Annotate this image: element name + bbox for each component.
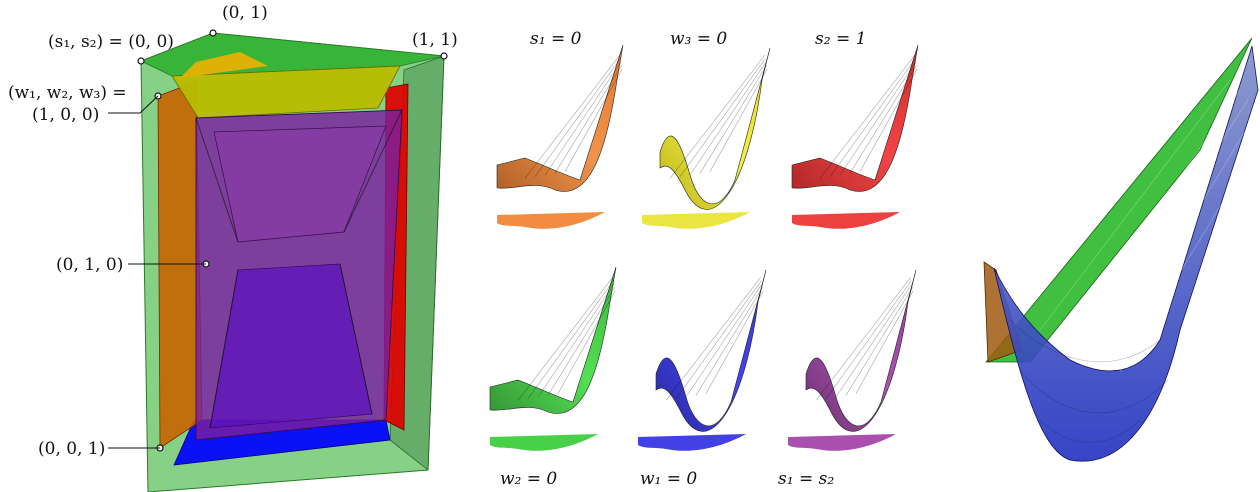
surface-panel-5: w₁ = 0 xyxy=(638,269,767,489)
surface-sheet xyxy=(805,269,917,432)
vertex-dot-00 xyxy=(137,57,145,65)
mesh-line xyxy=(665,277,761,401)
surface-projection xyxy=(792,212,900,229)
mesh-line xyxy=(839,61,917,176)
surface-projection xyxy=(490,434,598,451)
surface-sheet xyxy=(496,44,624,192)
panel-label: s₁ = 0 xyxy=(530,29,582,49)
surface-projection xyxy=(638,434,746,451)
surface-projection xyxy=(788,434,896,451)
mesh-line xyxy=(695,287,763,396)
surface-projection xyxy=(497,212,605,229)
label-w-header: (w₁, w₂, w₃) = xyxy=(8,83,127,103)
mesh-line xyxy=(705,290,764,394)
mesh-line xyxy=(527,280,614,399)
orange-face xyxy=(157,81,203,449)
vertex-dot-01 xyxy=(209,29,217,37)
label-w-100: (1, 0, 0) xyxy=(32,105,99,125)
surface-panels: s₁ = 0 w₃ = 0 s₂ = 1 w₂ = 0 w₁ = 0 s₁ = s₂ xyxy=(489,29,919,489)
label-top-11: (1, 1) xyxy=(412,30,458,50)
surface-sheet xyxy=(659,47,771,210)
mesh-line xyxy=(699,65,767,174)
mesh-line xyxy=(685,283,763,398)
surface-panel-2: w₃ = 0 xyxy=(642,29,771,229)
surface-panel-4: w₂ = 0 xyxy=(489,266,617,489)
surface-projection xyxy=(642,212,750,229)
label-s-origin: (s₁, s₂) = (0, 0) xyxy=(48,32,174,52)
vertex-dot-11 xyxy=(440,52,448,60)
surface-sheet xyxy=(791,44,919,192)
surface-panel-6: s₁ = s₂ xyxy=(778,269,917,489)
mesh-line xyxy=(679,58,766,177)
mesh-line xyxy=(709,68,768,172)
mesh-line xyxy=(554,65,622,174)
mesh-line xyxy=(689,61,767,176)
surface-sheet xyxy=(655,269,767,432)
mesh-line xyxy=(669,55,765,179)
polytope-diagram: (s₁, s₂) = (0, 0) (0, 1) (1, 1) (w₁, w₂,… xyxy=(8,3,458,492)
label-w-010: (0, 1, 0) xyxy=(56,255,123,275)
combined-green-sheet xyxy=(985,37,1253,363)
mesh-line xyxy=(537,283,615,398)
mesh-line xyxy=(859,68,918,172)
panel-label: w₃ = 0 xyxy=(670,29,727,49)
mesh-line xyxy=(855,290,914,394)
mesh-line xyxy=(815,277,911,401)
mesh-line xyxy=(564,68,623,172)
panel-label: w₁ = 0 xyxy=(640,469,697,489)
mesh-line xyxy=(829,58,916,177)
label-top-01: (0, 1) xyxy=(222,3,268,23)
mesh-line xyxy=(544,61,622,176)
surface-panel-3: s₂ = 1 xyxy=(791,29,919,229)
yellow-face-highlight xyxy=(180,52,268,78)
panel-label: w₂ = 0 xyxy=(500,469,557,489)
label-w-001: (0, 0, 1) xyxy=(38,439,105,459)
mesh-line xyxy=(819,55,915,179)
mesh-line xyxy=(547,287,615,396)
mesh-line xyxy=(524,55,620,179)
panel-label: s₁ = s₂ xyxy=(778,469,834,489)
mesh-line xyxy=(557,290,616,394)
mesh-line xyxy=(675,280,762,399)
mesh-line xyxy=(845,287,913,396)
mesh-line xyxy=(534,58,621,177)
surface-sheet xyxy=(489,266,617,414)
panel-label: s₂ = 1 xyxy=(815,29,866,49)
mesh-line xyxy=(825,280,912,399)
mesh-line xyxy=(835,283,913,398)
yellow-face xyxy=(171,65,401,119)
combined-blue-bowl xyxy=(993,45,1259,462)
mesh-line xyxy=(517,277,613,401)
mesh-line xyxy=(849,65,917,174)
combined-surface xyxy=(983,37,1259,462)
surface-panel-1: s₁ = 0 xyxy=(496,29,624,229)
